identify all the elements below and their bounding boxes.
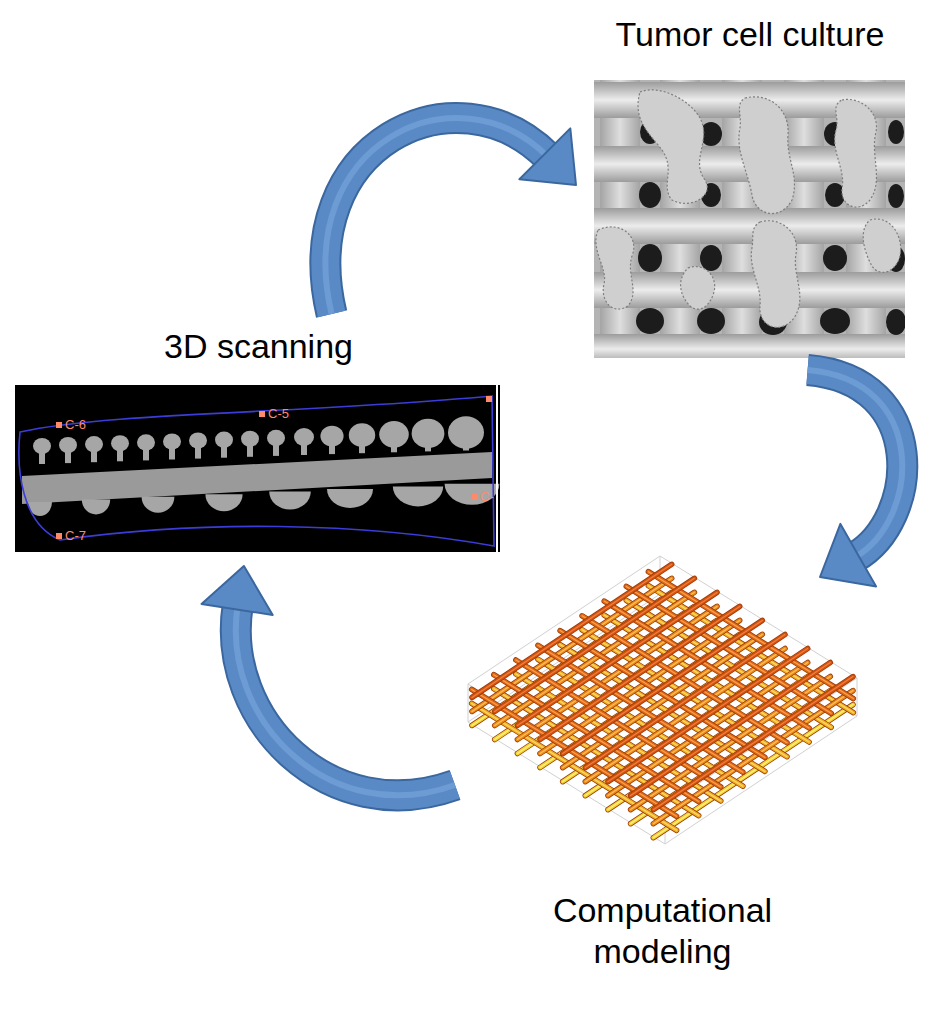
- lattice-model: [468, 556, 857, 844]
- bounding-box-line: [857, 678, 858, 716]
- lattice-rod: [585, 635, 785, 768]
- lattice-rod: [563, 620, 763, 753]
- panel-title: Computational modeling: [533, 890, 793, 973]
- ct-background: [15, 385, 500, 552]
- arrow-body-outline: [325, 118, 547, 314]
- arrow-highlight: [236, 606, 455, 796]
- ct-blob-stem: [329, 436, 335, 454]
- lattice-rod-highlight: [631, 663, 831, 796]
- image-panel: Tumor cell culture: [590, 10, 910, 360]
- ct-blob-stem: [463, 433, 469, 451]
- arrow-body-outline: [808, 370, 903, 557]
- ct-blob: [142, 497, 175, 513]
- panel-title: Tumor cell culture: [590, 14, 910, 55]
- lattice-rod-shadow: [540, 606, 740, 739]
- sem-background: [594, 80, 905, 358]
- cycle-arrow: [325, 118, 576, 314]
- lattice-rod: [631, 663, 831, 796]
- lattice-rod-highlight: [563, 620, 763, 753]
- lattice-rod: [495, 578, 695, 711]
- ct-blob-stem: [391, 434, 397, 452]
- panel-title: 3D scanning: [15, 326, 502, 367]
- arrow-body: [808, 370, 903, 557]
- ct-blob: [82, 499, 110, 514]
- image-panel: Computational modeling: [465, 585, 860, 990]
- ct-blob-stem: [39, 446, 45, 464]
- ct-blob: [205, 494, 242, 511]
- ct-blob-stem: [117, 443, 123, 461]
- ct-blob-stem: [221, 440, 227, 458]
- lattice-rod-highlight: [585, 635, 785, 768]
- lattice-rod-shadow: [631, 663, 831, 796]
- tumor-cell-clusters: [596, 90, 901, 328]
- arrow-head: [820, 524, 876, 587]
- lattice-rod: [653, 677, 853, 810]
- marker-label: C-: [480, 490, 494, 503]
- ct-blob: [445, 484, 500, 505]
- lattice-rod-highlight: [472, 564, 672, 697]
- arrow-body: [236, 606, 455, 796]
- ct-scan-image: [15, 385, 500, 552]
- marker-label: C-6: [65, 418, 86, 431]
- lattice-rod-shadow: [608, 649, 808, 782]
- ct-blob-stem: [301, 437, 307, 455]
- marker-label: C-7: [65, 529, 86, 542]
- ct-blob: [269, 492, 311, 510]
- arrow-highlight: [325, 118, 547, 314]
- lattice-rod-shadow: [472, 564, 672, 697]
- lattice-rod-shadow: [495, 578, 695, 711]
- scaffold-fibers-horizontal: [594, 82, 905, 358]
- ct-blob-stem: [273, 438, 279, 456]
- ct-blob-stem: [169, 442, 175, 460]
- lattice-rod-shadow: [563, 620, 763, 753]
- lattice-rod-highlight: [608, 649, 808, 782]
- marker-label: C-5: [268, 407, 289, 420]
- lattice-rod-highlight: [517, 592, 717, 725]
- image-panel: 3D scanning: [15, 322, 502, 554]
- lattice-rod-shadow: [517, 592, 717, 725]
- ct-scaffold-section: [22, 416, 499, 516]
- lattice-rod: [608, 649, 808, 782]
- arrow-head: [202, 566, 273, 615]
- lattice-rod: [472, 564, 672, 697]
- arrow-body-outline: [236, 606, 455, 796]
- ct-blob: [393, 486, 443, 506]
- cycle-arrow: [202, 566, 456, 795]
- ct-markers: [56, 396, 492, 539]
- ct-blob-stem: [65, 445, 71, 463]
- lattice-rod: [517, 592, 717, 725]
- bounding-box-line: [468, 684, 469, 722]
- ct-edge-line: [496, 385, 498, 552]
- lattice-rod-highlight: [653, 677, 853, 810]
- lattice-rod-highlight: [540, 606, 740, 739]
- ct-blob-stem: [359, 435, 365, 453]
- ct-blob-stem: [247, 439, 253, 457]
- ct-blob-stem: [425, 433, 431, 451]
- lattice-rod: [540, 606, 740, 739]
- lattice-rod-shadow: [653, 677, 853, 810]
- sem-image: [594, 80, 905, 358]
- arrow-body: [325, 118, 547, 314]
- lattice-rod-highlight: [495, 578, 695, 711]
- ct-blob-stem: [91, 444, 97, 462]
- arrow-head: [519, 128, 576, 185]
- ct-blob-stem: [195, 441, 201, 459]
- cycle-arrow: [808, 370, 903, 587]
- ct-blob-stem: [143, 442, 149, 460]
- ct-blob: [327, 489, 373, 508]
- lattice-rod-shadow: [585, 635, 785, 768]
- arrow-highlight: [808, 370, 903, 557]
- ct-region-outline: [19, 396, 494, 546]
